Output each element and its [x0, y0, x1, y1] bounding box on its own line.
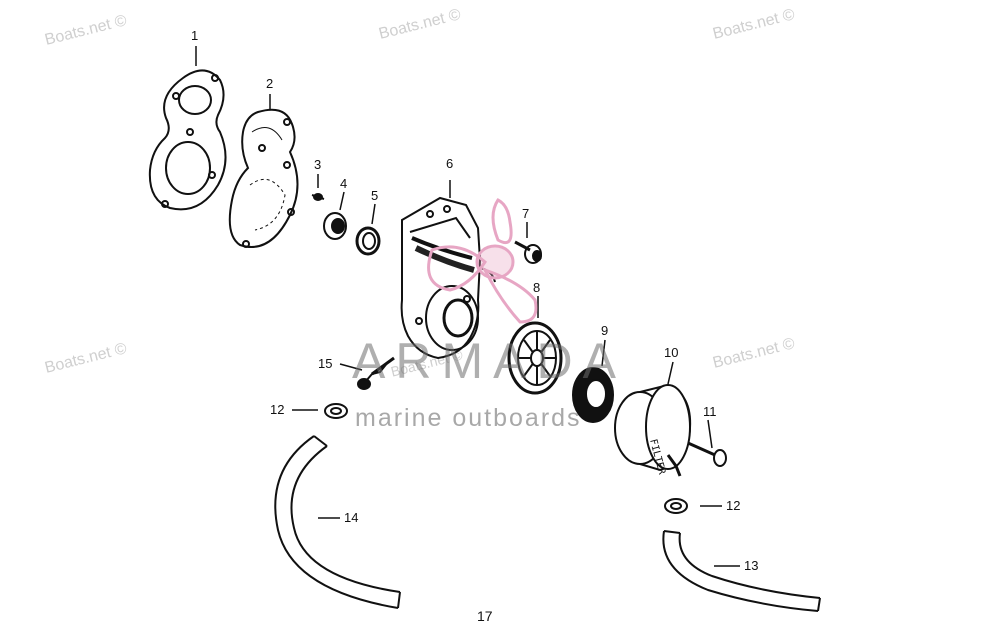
brand-name: ARMADA: [352, 333, 626, 389]
diaphragm-part-2: [228, 108, 299, 248]
part-label-3: 3: [314, 157, 322, 172]
part-label-12-right: 12: [726, 498, 741, 513]
screw-part-3: [311, 193, 325, 201]
screen-part-8: [507, 321, 563, 395]
part-label-12-left: 12: [270, 402, 285, 417]
clip-part-12-left: [324, 403, 348, 419]
page-number: 17: [477, 608, 493, 624]
screw-part-11: [687, 441, 727, 467]
part-label-8: 8: [533, 280, 541, 295]
part-label-11: 11: [703, 404, 717, 419]
part-label-7: 7: [522, 206, 530, 221]
brand-tagline: marine outboards: [355, 404, 582, 432]
fitting-part-15: [357, 356, 395, 390]
part-label-10: 10: [664, 345, 679, 360]
bolt-part-7: [514, 240, 542, 264]
valve-part-4: [323, 212, 347, 240]
part-label-4: 4: [340, 176, 348, 191]
gasket-part-1: [148, 69, 227, 211]
part-label-2: 2: [266, 76, 274, 91]
pump-body-part-6: [400, 196, 496, 360]
brand-logo: [427, 198, 538, 324]
part-label-15: 15: [318, 356, 333, 371]
part-label-9: 9: [601, 323, 609, 338]
part-label-13: 13: [744, 558, 759, 573]
seal-part-9: [572, 367, 614, 423]
part-label-5: 5: [371, 188, 379, 203]
o-ring-part-5: [355, 226, 381, 256]
part-label-14: 14: [344, 510, 359, 525]
leader-lines: [195, 46, 740, 567]
filter-cup-part-10: FILTER: [614, 383, 692, 477]
part-label-6: 6: [446, 156, 454, 171]
hose-part-13: [662, 530, 821, 612]
hose-part-14: [274, 435, 401, 609]
part-label-1: 1: [191, 28, 199, 43]
clip-part-12-right: [664, 498, 688, 514]
